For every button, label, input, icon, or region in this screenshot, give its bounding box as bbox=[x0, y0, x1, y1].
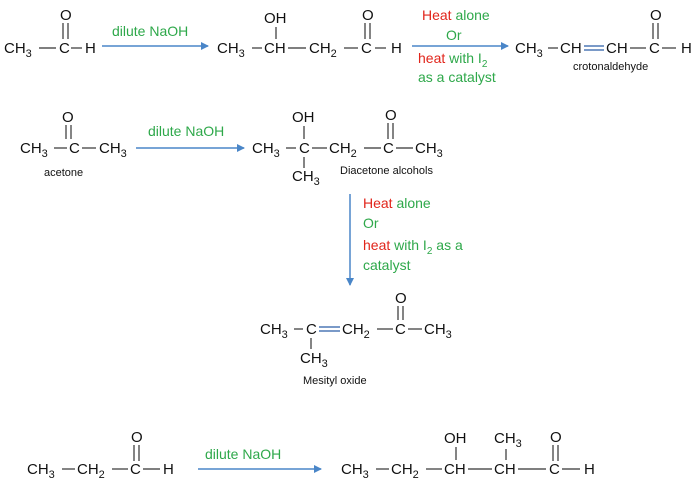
svg-text:C: C bbox=[549, 461, 560, 478]
svg-text:O: O bbox=[362, 7, 374, 24]
svg-text:C: C bbox=[649, 40, 660, 57]
condition-heat-2: Heat alone Or heat with I2 as a catalyst bbox=[363, 195, 463, 273]
svg-text:C: C bbox=[361, 40, 372, 57]
svg-text:OH: OH bbox=[444, 430, 467, 447]
label-diacetone-alcohols: Diacetone alcohols bbox=[340, 165, 433, 177]
svg-text:CH3: CH3 bbox=[4, 40, 32, 60]
svg-text:heat with I2: heat with I2 bbox=[418, 50, 488, 70]
svg-text:CH3: CH3 bbox=[217, 40, 245, 60]
svg-text:CH: CH bbox=[264, 40, 286, 57]
label-mesityl-oxide: Mesityl oxide bbox=[303, 375, 367, 387]
condition-dilute-naoh-2: dilute NaOH bbox=[148, 123, 224, 139]
svg-text:O: O bbox=[62, 109, 74, 126]
label-crotonaldehyde: crotonaldehyde bbox=[573, 61, 648, 73]
propanal-structure: CH3 CH2 C H O bbox=[27, 429, 174, 481]
svg-text:CH: CH bbox=[444, 461, 466, 478]
svg-text:as a catalyst: as a catalyst bbox=[418, 69, 496, 85]
svg-text:H: H bbox=[681, 40, 692, 57]
crotonaldehyde-structure: CH3 CH CH C H O bbox=[515, 7, 692, 60]
svg-text:C: C bbox=[130, 461, 141, 478]
svg-text:OH: OH bbox=[264, 10, 287, 27]
svg-text:CH2: CH2 bbox=[77, 461, 105, 481]
svg-text:H: H bbox=[163, 461, 174, 478]
condition-heat-1: Heat alone Or heat with I2 as a catalyst bbox=[418, 7, 496, 85]
acetaldehyde: CH3 C H O bbox=[4, 7, 96, 60]
svg-text:Heat alone: Heat alone bbox=[422, 7, 490, 23]
aldol-product: CH3 CH CH2 C H OH O bbox=[217, 7, 402, 60]
svg-text:CH3: CH3 bbox=[300, 350, 328, 370]
svg-text:Heat alone: Heat alone bbox=[363, 195, 431, 211]
svg-text:CH2: CH2 bbox=[342, 321, 370, 341]
svg-text:C: C bbox=[69, 140, 80, 157]
condition-dilute-naoh-3: dilute NaOH bbox=[205, 446, 281, 462]
svg-text:CH: CH bbox=[560, 40, 582, 57]
mesityl-oxide-structure: CH3 C CH2 C CH3 CH3 O bbox=[260, 290, 452, 370]
svg-text:O: O bbox=[60, 7, 72, 24]
svg-text:C: C bbox=[299, 140, 310, 157]
svg-text:O: O bbox=[131, 429, 143, 446]
svg-text:CH3: CH3 bbox=[252, 140, 280, 160]
svg-text:O: O bbox=[550, 429, 562, 446]
svg-text:CH3: CH3 bbox=[20, 140, 48, 160]
svg-text:CH3: CH3 bbox=[27, 461, 55, 481]
condition-dilute-naoh-1: dilute NaOH bbox=[112, 23, 188, 39]
svg-text:O: O bbox=[650, 7, 662, 24]
svg-text:CH2: CH2 bbox=[309, 40, 337, 60]
svg-text:CH3: CH3 bbox=[341, 461, 369, 481]
svg-text:CH3: CH3 bbox=[424, 321, 452, 341]
svg-text:CH2: CH2 bbox=[329, 140, 357, 160]
diacetone-alcohol-structure: CH3 C CH2 C CH3 OH CH3 O bbox=[252, 107, 443, 188]
acetone-structure: CH3 C CH3 O bbox=[20, 109, 127, 160]
svg-text:C: C bbox=[395, 321, 406, 338]
svg-text:H: H bbox=[391, 40, 402, 57]
svg-text:H: H bbox=[584, 461, 595, 478]
svg-text:CH3: CH3 bbox=[415, 140, 443, 160]
svg-text:H: H bbox=[85, 40, 96, 57]
svg-text:heat with I2 as a: heat with I2 as a bbox=[363, 237, 463, 257]
svg-text:O: O bbox=[395, 290, 407, 307]
svg-text:Or: Or bbox=[363, 215, 379, 231]
svg-text:C: C bbox=[383, 140, 394, 157]
svg-text:catalyst: catalyst bbox=[363, 257, 411, 273]
svg-text:CH: CH bbox=[494, 461, 516, 478]
svg-text:CH3: CH3 bbox=[99, 140, 127, 160]
svg-text:O: O bbox=[385, 107, 397, 124]
svg-text:OH: OH bbox=[292, 109, 315, 126]
svg-text:CH3: CH3 bbox=[515, 40, 543, 60]
svg-text:CH2: CH2 bbox=[391, 461, 419, 481]
svg-text:CH3: CH3 bbox=[260, 321, 288, 341]
label-acetone: acetone bbox=[44, 167, 83, 179]
svg-text:Or: Or bbox=[446, 27, 462, 43]
svg-text:CH3: CH3 bbox=[494, 430, 522, 450]
svg-text:CH3: CH3 bbox=[292, 168, 320, 188]
propanal-aldol-product: CH3 CH2 CH CH C H OH CH3 O bbox=[341, 429, 595, 481]
svg-text:CH: CH bbox=[606, 40, 628, 57]
svg-text:C: C bbox=[306, 321, 317, 338]
svg-text:C: C bbox=[59, 40, 70, 57]
